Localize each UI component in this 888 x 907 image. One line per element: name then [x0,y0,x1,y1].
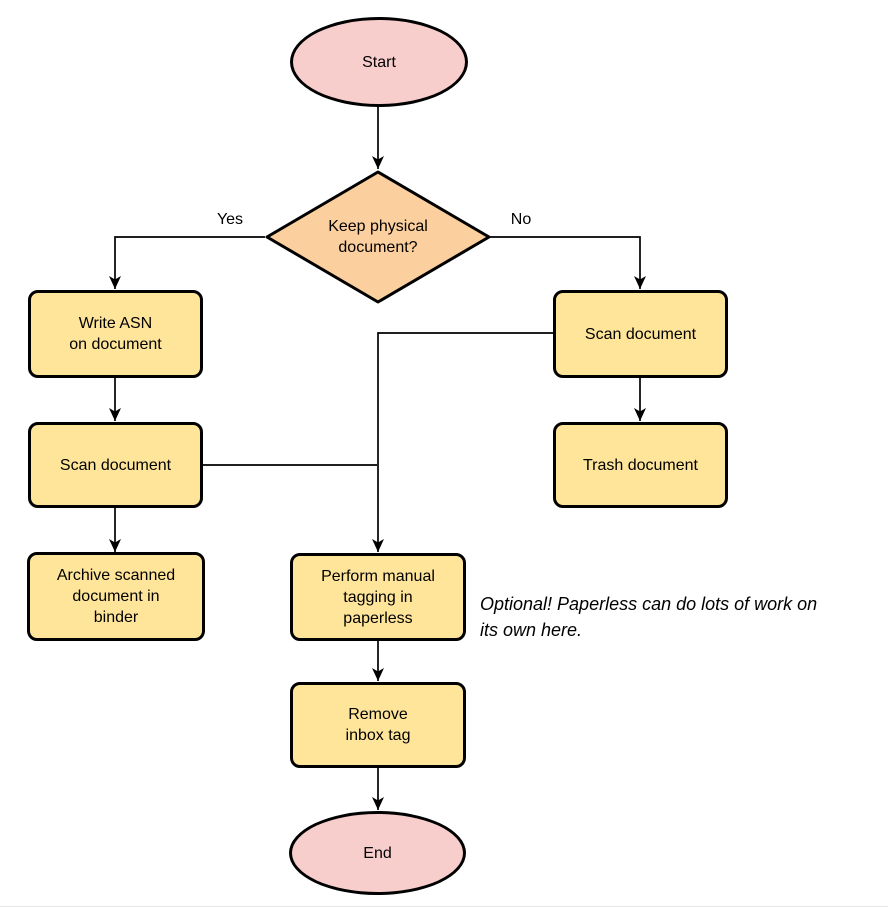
optional-note: Optional! Paperless can do lots of work … [480,594,818,640]
edge-scan-right-to-perform-tagging [372,332,553,552]
node-scan-right-label: Scan document [584,325,697,343]
node-end: End [289,811,466,895]
edge-decision-yes-to-write-asn [109,236,265,289]
node-remove-inbox-tag: Remove inbox tag [290,682,466,768]
node-archive-scanned-document: Archive scanned document in binder [27,552,205,641]
node-start: Start [290,17,468,107]
node-archive-label: Archive scanned document in binder [56,567,176,626]
diamond-shape [265,170,491,304]
node-scan-document-right: Scan document [553,290,728,378]
node-write-asn-on-document: Write ASN on document [28,290,203,378]
edge-label-yes: Yes [216,211,244,228]
node-write-asn-label: Write ASN on document [69,315,162,353]
node-decision-label: Keep physical document? [328,218,428,256]
node-scan-document-left: Scan document [28,422,203,508]
node-trash-label: Trash document [582,456,698,474]
edge-decision-no-to-scan-right [490,236,646,289]
node-perform-manual-tagging: Perform manual tagging in paperless [290,553,466,641]
node-remove-inbox-label: Remove inbox tag [345,706,411,744]
edge-label-no: No [510,211,532,228]
node-decision-keep-physical-document: Keep physical document? [265,170,491,304]
node-perform-tagging-label: Perform manual tagging in paperless [321,567,435,627]
node-trash-document: Trash document [553,422,728,508]
node-start-label: Start [362,53,396,71]
node-scan-left-label: Scan document [59,456,172,474]
node-end-label: End [363,844,392,862]
